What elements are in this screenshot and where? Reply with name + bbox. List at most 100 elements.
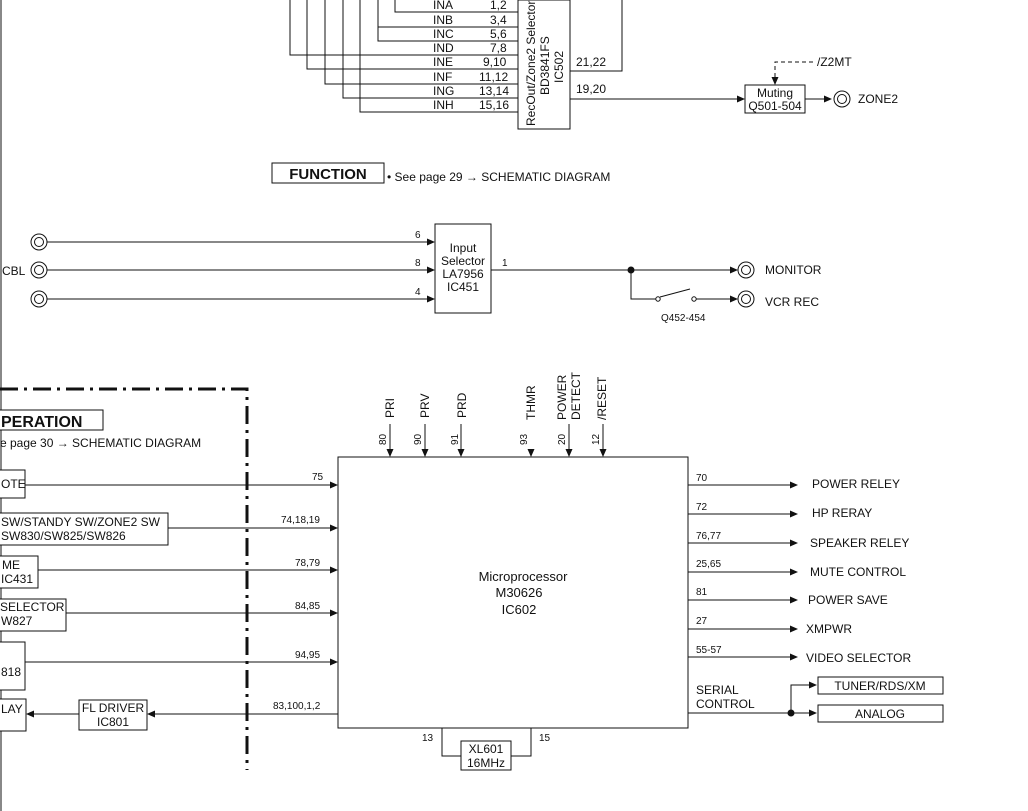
output-label: XMPWR — [806, 622, 852, 636]
selector-line1: Input — [450, 241, 477, 255]
input-name: INE — [433, 55, 453, 69]
operation-note: e page 30 → SCHEMATIC DIAGRAM — [0, 436, 201, 450]
micro-line2: M30626 — [496, 585, 543, 600]
crystal-line1: XL601 — [469, 742, 504, 756]
left-box-line2: 818 — [1, 665, 21, 679]
left-pin: 83,100,1,2 — [273, 701, 321, 712]
left-box — [0, 698, 27, 732]
monitor-jack-icon — [737, 261, 755, 279]
input-pins: 13,14 — [479, 84, 509, 98]
top-pin-thmr: THMR 93 — [519, 385, 538, 457]
left-box — [0, 641, 26, 691]
fl-driver-line2: IC801 — [97, 715, 129, 729]
top-pin-power-detect: POWER DETECT 20 — [555, 371, 583, 457]
crystal-pin-right: 15 — [539, 733, 551, 744]
fl-driver-box — [78, 699, 148, 731]
wire-out1 — [570, 0, 623, 72]
operation-border — [0, 387, 249, 770]
input-pins: 3,4 — [490, 13, 507, 27]
output-pin: 81 — [696, 587, 708, 598]
function-title: FUNCTION — [289, 166, 367, 183]
operation-section: PERATION e page 30 → SCHEMATIC DIAGRAM O… — [0, 371, 944, 771]
input-name: INA — [433, 0, 453, 12]
input-pins: 5,6 — [490, 27, 507, 41]
left-box-line2: SW830/SW825/SW826 — [1, 529, 126, 543]
output-pin: 55-57 — [696, 645, 722, 656]
input-pins: 1,2 — [490, 0, 507, 12]
input-name: ING — [433, 84, 454, 98]
crystal-pin-left: 13 — [422, 733, 434, 744]
selector-line4: IC451 — [447, 280, 479, 294]
left-box-line2: IC431 — [1, 572, 33, 586]
output-pin: 70 — [696, 473, 708, 484]
top-pin-prv: PRV 90 — [413, 394, 432, 457]
recout-section: RecOut/Zone2 Selector BD3841FS IC502 INA… — [289, 0, 898, 130]
top-pin-label: PRI — [383, 398, 397, 418]
ic502-box — [517, 0, 571, 130]
operation-title-box — [0, 409, 104, 431]
top-pin-label: POWER — [555, 374, 569, 420]
crystal-line2: 16MHz — [467, 756, 505, 770]
top-pin-label: PRD — [455, 392, 469, 418]
operation-title: PERATION — [1, 414, 82, 431]
pin-out: 1 — [502, 258, 508, 269]
left-box-line2: W827 — [1, 614, 33, 628]
analog-box — [817, 704, 944, 723]
left-box-line1: SELECTOR — [0, 600, 65, 614]
analog-label: ANALOG — [855, 707, 905, 721]
function-section: FUNCTION • See page 29 → SCHEMATIC DIAGR… — [2, 162, 822, 324]
left-box — [0, 469, 26, 499]
input-name: INF — [433, 70, 452, 84]
micro-line3: IC602 — [502, 602, 537, 617]
left-pin: 74,18,19 — [281, 515, 320, 526]
jack-icon — [30, 233, 48, 251]
output-pin: 76,77 — [696, 531, 721, 542]
selector-line2: Selector — [441, 254, 485, 268]
output-pin: 27 — [696, 616, 708, 627]
left-pin: 94,95 — [295, 650, 320, 661]
input-lines: INA 1,2 INB 3,4 INC 5,6 IND 7,8 INE 9,10… — [289, 0, 518, 113]
left-box-line1: ME — [2, 558, 20, 572]
output-label: SPEAKER RELEY — [810, 536, 909, 550]
output-mute-control: 25,65 MUTE CONTROL — [688, 559, 906, 579]
ic502-line3: IC502 — [552, 51, 566, 83]
jack-icon — [30, 261, 48, 279]
top-pin-label: PRV — [418, 394, 432, 418]
serial-line2: CONTROL — [696, 697, 755, 711]
left-pin: 75 — [312, 472, 324, 483]
output-label: MUTE CONTROL — [810, 565, 906, 579]
switch-label: Q452-454 — [661, 313, 706, 324]
muting-line1: Muting — [757, 86, 793, 100]
left-box-line1: SW/STANDY SW/ZONE2 SW — [1, 515, 161, 529]
output-power-reley: 70 POWER RELEY — [688, 473, 900, 491]
vcr-rec-label: VCR REC — [765, 295, 819, 309]
function-note: • See page 29 → SCHEMATIC DIAGRAM — [387, 170, 610, 184]
top-pin-number: 91 — [450, 433, 461, 445]
jack-icon — [30, 290, 48, 308]
output-label: HP RERAY — [812, 506, 872, 520]
input-pins: 7,8 — [490, 41, 507, 55]
pin-out2: 19,20 — [576, 82, 606, 96]
output-hp-reray: 72 HP RERAY — [688, 502, 872, 520]
ic502-line1: RecOut/Zone2 Selector — [524, 1, 538, 126]
top-pin-number: 80 — [378, 433, 389, 445]
input-pins: 15,16 — [479, 98, 509, 112]
top-pin-number: 93 — [519, 433, 530, 445]
left-box-line1: LAY — [1, 702, 23, 716]
output-power-save: 81 POWER SAVE — [688, 587, 888, 607]
input-name: INB — [433, 13, 453, 27]
pin-in: 8 — [415, 258, 421, 269]
serial-line1: SERIAL — [696, 683, 739, 697]
input-selector-box — [434, 223, 492, 314]
output-label: VIDEO SELECTOR — [806, 651, 911, 665]
top-pin-number: 12 — [591, 433, 602, 445]
pin-out1: 21,22 — [576, 55, 606, 69]
left-box — [0, 598, 67, 632]
tuner-label: TUNER/RDS/XM — [834, 679, 925, 693]
output-label: POWER SAVE — [808, 593, 888, 607]
z2mt-label: /Z2MT — [817, 55, 852, 69]
input-name: IND — [433, 41, 454, 55]
input-name: INH — [433, 98, 454, 112]
output-pin: 25,65 — [696, 559, 721, 570]
